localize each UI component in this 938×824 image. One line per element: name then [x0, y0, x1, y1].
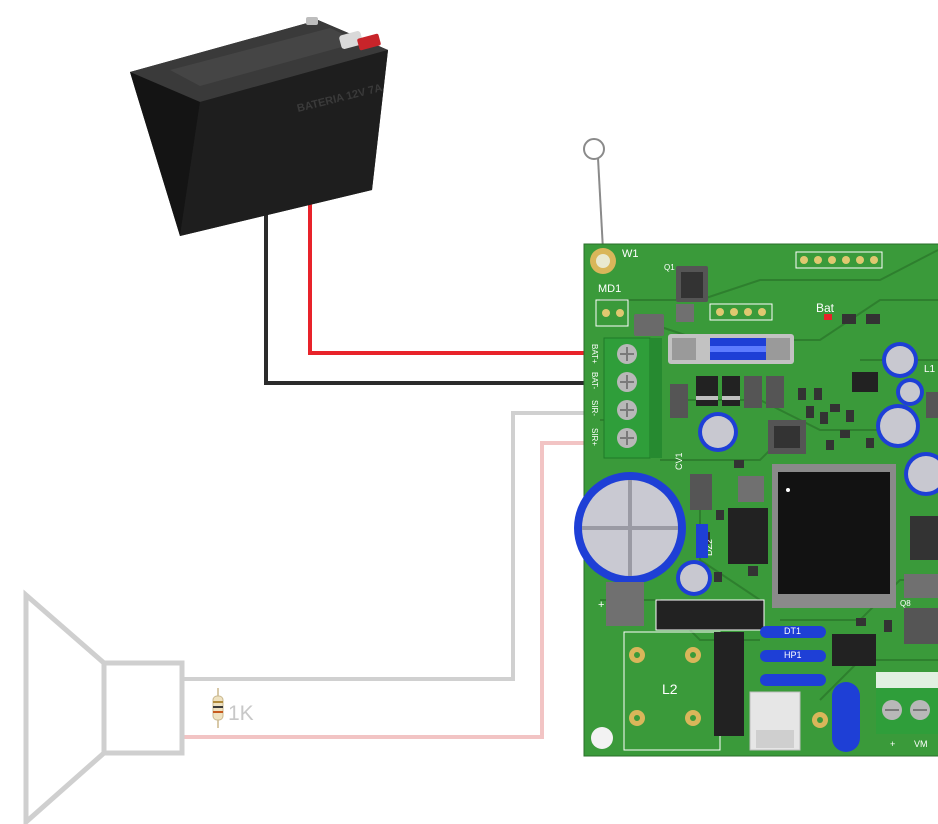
hp1-label: HP1	[784, 650, 802, 660]
terminal-block	[603, 337, 662, 459]
cap-plus-label: +	[598, 599, 604, 611]
vm-terminal: + VM	[876, 672, 938, 749]
antenna-label: W1	[622, 248, 639, 260]
q8-label: Q8	[900, 599, 911, 608]
battery-black-wire	[264, 200, 590, 385]
l1-label: L1	[924, 364, 936, 375]
siren-speaker-icon	[23, 589, 185, 824]
battery-12v: BATERIA 12V 7A	[130, 17, 388, 236]
vm-label: VM	[914, 739, 928, 749]
cv1-label: CV1	[674, 452, 684, 470]
dz2-label: DZ2	[704, 539, 714, 556]
l2-label: L2	[662, 681, 678, 697]
diodes-blue: DT1 HP1	[760, 626, 826, 686]
dt1-label: DT1	[784, 626, 801, 636]
resistor-label: 1K	[228, 702, 254, 725]
terminal-label-sir-plus: SIR+	[590, 428, 599, 446]
terminal-label-sir-minus: SIR-	[590, 400, 599, 416]
md1-label: MD1	[598, 283, 621, 295]
transformer	[772, 464, 896, 608]
wires	[180, 186, 590, 739]
battery-red-wire	[308, 186, 590, 355]
resistor-1k: 1K	[212, 688, 254, 728]
siren-pink-wire	[180, 441, 590, 739]
fuse	[668, 334, 794, 364]
siren-gray-wire	[180, 411, 590, 681]
terminal-labels: BAT+ BAT- SIR- SIR+	[590, 344, 599, 446]
antenna-icon	[583, 138, 605, 251]
top-header	[795, 251, 883, 269]
q1-label: Q1	[664, 263, 675, 272]
pcb-board: W1 Q1 MD1 Bat	[574, 243, 938, 757]
terminal-label-bat-plus: BAT+	[590, 344, 599, 364]
bat-led-label: Bat	[816, 301, 835, 315]
vm-plus-label: +	[890, 739, 895, 749]
terminal-label-bat-minus: BAT-	[590, 372, 599, 390]
